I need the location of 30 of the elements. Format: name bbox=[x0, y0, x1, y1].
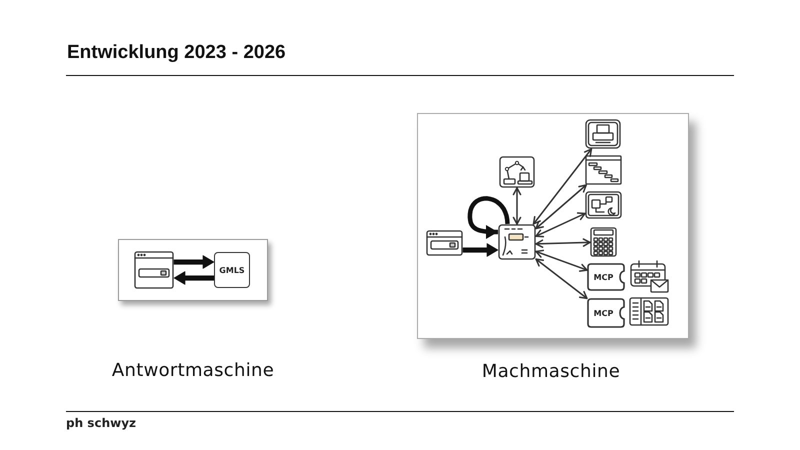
calendar-mail-icon bbox=[628, 259, 670, 294]
sketch-board-icon bbox=[498, 224, 536, 260]
connector-box: MCP bbox=[587, 298, 625, 328]
printer-icon bbox=[585, 119, 621, 149]
footer-text: ph schwyz bbox=[66, 416, 136, 430]
flowchart-icon bbox=[585, 191, 622, 219]
card bbox=[417, 113, 689, 339]
double-arrow bbox=[535, 238, 591, 248]
browser-window-icon bbox=[426, 230, 463, 256]
block-arrow bbox=[174, 255, 214, 269]
browser-window-icon bbox=[134, 251, 174, 289]
double-arrow bbox=[532, 148, 592, 225]
double-arrow bbox=[535, 212, 586, 238]
card-caption: Antwortmaschine bbox=[112, 360, 274, 382]
double-arrow bbox=[535, 250, 588, 272]
block-arrow bbox=[174, 271, 214, 285]
connector-box: MCP bbox=[587, 263, 625, 291]
double-arrow bbox=[512, 187, 522, 225]
documents-icon bbox=[629, 297, 669, 326]
double-arrow bbox=[535, 184, 587, 230]
curved-arrow bbox=[468, 196, 510, 239]
gantt-chart-icon bbox=[585, 155, 622, 185]
slide-title: Entwicklung 2023 - 2026 bbox=[67, 42, 286, 64]
card-caption: Machmaschine bbox=[482, 361, 620, 383]
model-box: GMLS bbox=[214, 252, 250, 288]
calculator-icon bbox=[590, 227, 617, 257]
double-arrow bbox=[535, 258, 588, 300]
robot-arm-icon bbox=[499, 156, 535, 188]
block-arrow bbox=[462, 243, 498, 257]
card bbox=[118, 239, 268, 301]
